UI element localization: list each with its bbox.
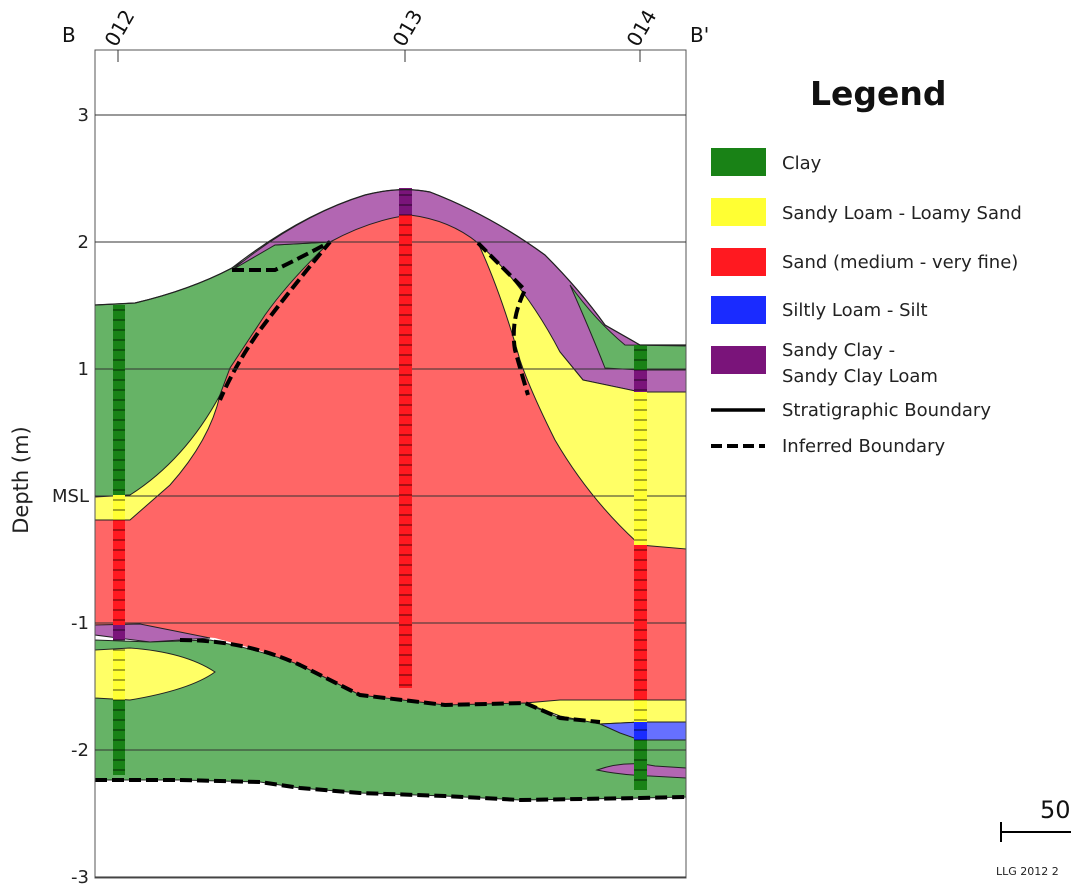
legend-swatch-sandy-clay <box>711 346 766 374</box>
y-tick-minus-2: -2 <box>71 740 89 761</box>
log-012-sandy-loam-lower <box>113 650 125 700</box>
y-tick-minus-3: -3 <box>71 867 89 888</box>
legend-label-inferred: Inferred Boundary <box>782 436 945 457</box>
legend-title: Legend <box>810 74 947 113</box>
legend-swatch-clay <box>711 148 766 176</box>
log-014-sandy-loam-lower <box>634 700 647 722</box>
scale-bar: 50 <box>1000 796 1071 842</box>
y-axis-label: Depth (m) <box>9 426 33 533</box>
y-tick-3: 3 <box>78 105 89 126</box>
section-end-label: B' <box>690 23 709 47</box>
log-012-sandy-clay <box>113 625 125 640</box>
log-012-sandy-loam <box>113 495 125 520</box>
footer-credit: LLG 2012 2 <box>996 865 1059 878</box>
log-014-clay-top <box>634 345 647 370</box>
legend-label-clay: Clay <box>782 153 822 174</box>
legend-label-sand: Sand (medium - very fine) <box>782 252 1018 273</box>
log-014-sand <box>634 545 647 700</box>
y-tick-msl: MSL <box>52 486 89 507</box>
log-013-sandy-clay <box>399 188 412 215</box>
log-014-silty-loam <box>634 722 647 740</box>
log-013-sand <box>399 215 412 688</box>
borehole-label-014: 014 <box>622 5 662 50</box>
log-012-sand <box>113 520 125 625</box>
y-tick-1: 1 <box>78 359 89 380</box>
log-012-clay-bottom <box>113 700 125 775</box>
legend-label-silty-loam: Siltly Loam - Silt <box>782 300 928 321</box>
borehole-label-013: 013 <box>388 5 428 50</box>
borehole-logs <box>113 188 647 790</box>
plot-frame <box>94 49 687 879</box>
inferred-boundary-upper-right <box>476 241 530 396</box>
legend-label-sandy-clay-line1: Sandy Clay - <box>782 340 895 361</box>
log-sample-ticks <box>113 194 647 781</box>
borehole-label-012: 012 <box>100 5 140 50</box>
inferred-boundaries <box>95 240 687 803</box>
inferred-boundary-upper-left <box>218 240 332 401</box>
legend-swatch-silty-loam <box>711 296 766 324</box>
legend-swatch-sandy-loam <box>711 198 766 226</box>
stratigraphic-boundaries <box>94 189 686 346</box>
legend-label-sandy-loam: Sandy Loam - Loamy Sand <box>782 203 1022 224</box>
section-start-label: B <box>62 23 76 47</box>
y-tick-2: 2 <box>78 232 89 253</box>
log-014-sandy-clay <box>634 370 647 392</box>
geology-units <box>94 189 687 801</box>
inferred-boundary-base <box>95 778 687 803</box>
legend-label-sandy-clay-line2: Sandy Clay Loam <box>782 366 938 387</box>
frame <box>94 49 687 879</box>
scale-bar-label: 50 <box>1040 796 1071 824</box>
log-014-clay-bottom <box>634 740 647 790</box>
legend-swatch-sand <box>711 248 766 276</box>
y-tick-minus-1: -1 <box>71 613 89 634</box>
strat-boundary-top <box>94 189 686 346</box>
legend-label-stratigraphic: Stratigraphic Boundary <box>782 400 991 421</box>
log-014-sandy-loam <box>634 392 647 545</box>
legend: Legend Clay Sandy Loam - Loamy Sand Sand… <box>711 74 1022 457</box>
inferred-boundary-lower <box>179 638 601 724</box>
